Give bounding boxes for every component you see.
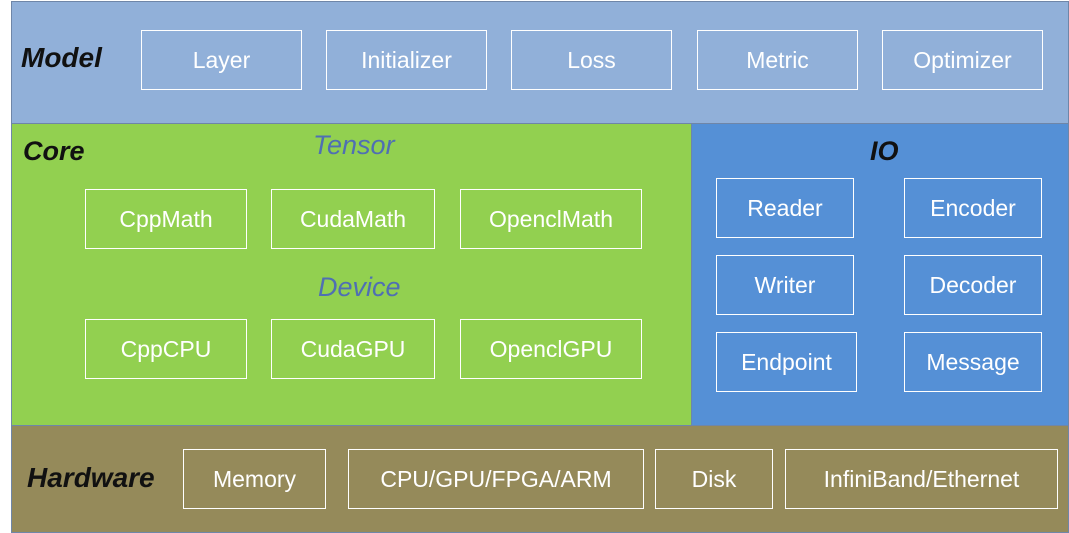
- hardware-title: Hardware: [27, 462, 155, 493]
- io-item-decoder: Decoder: [904, 255, 1042, 315]
- model-item-layer: Layer: [141, 30, 302, 90]
- model-title: Model: [21, 42, 102, 73]
- io-item-endpoint: Endpoint: [716, 332, 857, 392]
- tensor-title: Tensor: [313, 130, 395, 160]
- hardware-layer: Hardware Memory CPU/GPU/FPGA/ARM Disk In…: [11, 425, 1069, 533]
- io-item-encoder: Encoder: [904, 178, 1042, 238]
- model-item-optimizer: Optimizer: [882, 30, 1043, 90]
- hardware-item-disk: Disk: [655, 449, 773, 509]
- core-title: Core: [23, 136, 85, 166]
- hardware-item-memory: Memory: [183, 449, 326, 509]
- io-item-writer: Writer: [716, 255, 854, 315]
- device-title: Device: [318, 272, 401, 302]
- tensor-item-openclmath: OpenclMath: [460, 189, 642, 249]
- model-item-initializer: Initializer: [326, 30, 487, 90]
- model-item-loss: Loss: [511, 30, 672, 90]
- device-item-cppcpu: CppCPU: [85, 319, 247, 379]
- io-title: IO: [870, 136, 899, 166]
- device-item-cudagpu: CudaGPU: [271, 319, 435, 379]
- tensor-item-cudamath: CudaMath: [271, 189, 435, 249]
- io-item-message: Message: [904, 332, 1042, 392]
- io-item-reader: Reader: [716, 178, 854, 238]
- model-item-metric: Metric: [697, 30, 858, 90]
- io-layer: IO Reader Encoder Writer Decoder Endpoin…: [691, 123, 1069, 426]
- model-layer: Model Layer Initializer Loss Metric Opti…: [11, 1, 1069, 124]
- device-item-openclgpu: OpenclGPU: [460, 319, 642, 379]
- hardware-item-network: InfiniBand/Ethernet: [785, 449, 1058, 509]
- hardware-item-processors: CPU/GPU/FPGA/ARM: [348, 449, 644, 509]
- core-layer: Core Tensor CppMath CudaMath OpenclMath …: [11, 123, 692, 426]
- tensor-item-cppmath: CppMath: [85, 189, 247, 249]
